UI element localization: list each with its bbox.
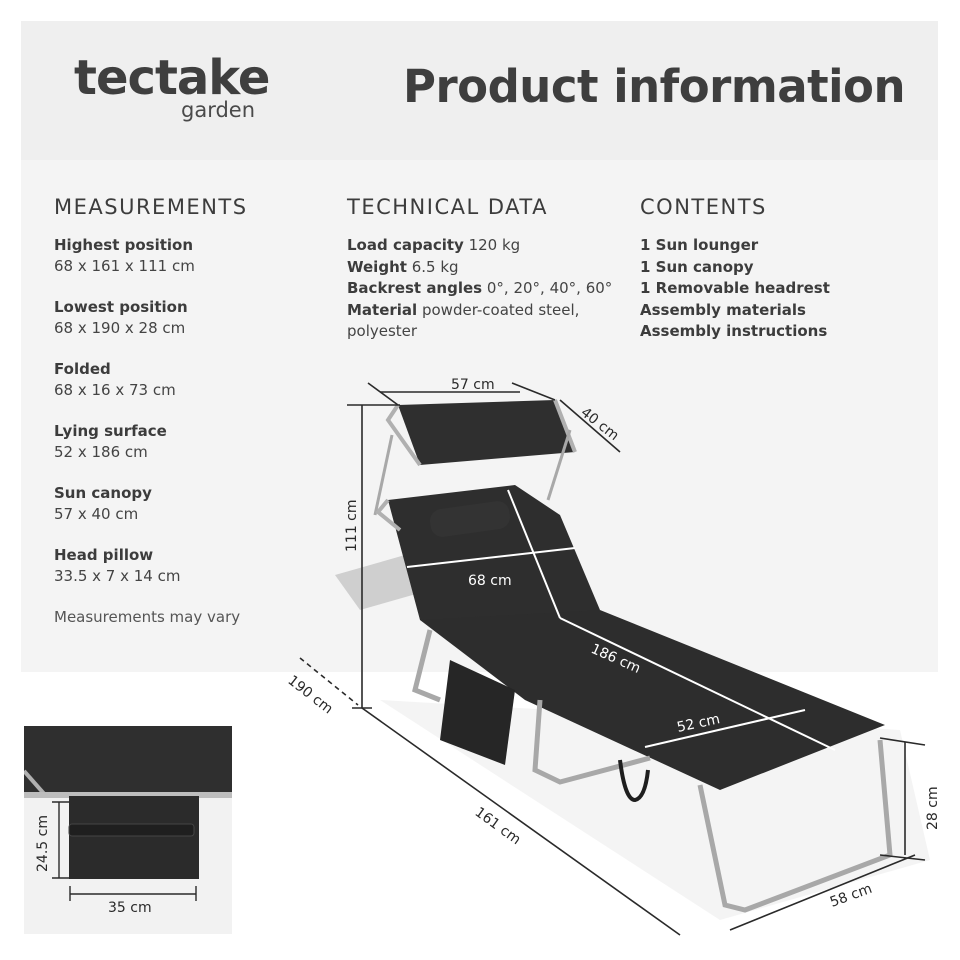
measurement-value: 33.5 x 7 x 14 cm <box>54 567 181 585</box>
total-length-label: 190 cm <box>285 673 336 718</box>
pocket-width-label: 35 cm <box>108 900 152 916</box>
contents-section: CONTENTS 1 Sun lounger 1 Sun canopy 1 Re… <box>640 195 830 343</box>
measurement-item: Lowest position 68 x 190 x 28 cm <box>54 297 248 339</box>
contents-heading: CONTENTS <box>640 195 767 219</box>
measurement-item: Sun canopy 57 x 40 cm <box>54 483 248 525</box>
measurement-value: 68 x 16 x 73 cm <box>54 381 176 399</box>
tech-continuation: polyester <box>347 322 418 340</box>
seat-fabric <box>420 610 885 790</box>
width-label: 68 cm <box>468 573 512 589</box>
tech-row: Load capacity 120 kg <box>347 235 612 257</box>
measurement-item: Lying surface 52 x 186 cm <box>54 421 248 463</box>
measurement-value: 68 x 161 x 111 cm <box>54 257 195 275</box>
measurements-section: MEASUREMENTS Highest position 68 x 161 x… <box>54 195 248 628</box>
height-low-label: 28 cm <box>925 786 941 830</box>
measurement-label: Lowest position <box>54 298 188 316</box>
measurement-label: Highest position <box>54 236 194 254</box>
measurements-heading: MEASUREMENTS <box>54 195 248 219</box>
measurement-item: Head pillow 33.5 x 7 x 14 cm <box>54 545 248 587</box>
tech-value: powder-coated steel, <box>417 300 580 319</box>
technical-section: TECHNICAL DATA Load capacity 120 kg Weig… <box>347 195 612 343</box>
folded-length-label: 161 cm <box>472 804 524 848</box>
technical-heading: TECHNICAL DATA <box>347 195 548 219</box>
tech-label: Backrest angles <box>347 279 483 297</box>
tech-value: 120 kg <box>463 236 521 254</box>
brand-logo: tectake <box>74 50 270 106</box>
tech-row: Material powder-coated steel, <box>347 300 612 322</box>
measurement-item: Folded 68 x 16 x 73 cm <box>54 359 248 401</box>
tech-label: Material <box>347 300 418 319</box>
measurement-value: 57 x 40 cm <box>54 505 139 523</box>
canopy-fabric <box>398 400 575 465</box>
brand-sub: garden <box>181 98 256 122</box>
tech-label: Load capacity <box>347 236 464 254</box>
tech-row: Backrest angles 0°, 20°, 40°, 60° <box>347 278 612 300</box>
contents-item: 1 Sun lounger <box>640 236 759 254</box>
measurement-value: 52 x 186 cm <box>54 443 148 461</box>
tech-row: Weight 6.5 kg <box>347 257 612 279</box>
height-high-label: 111 cm <box>344 499 360 552</box>
measurement-value: 68 x 190 x 28 cm <box>54 319 186 337</box>
page-title: Product information <box>403 60 905 113</box>
contents-item: Assembly materials <box>640 300 806 319</box>
contents-item: 1 Removable headrest <box>640 279 830 297</box>
pocket-graphic <box>69 796 199 879</box>
tech-label: Weight <box>347 257 407 276</box>
tech-value: 6.5 kg <box>406 257 459 276</box>
canopy-depth-label: 40 cm <box>578 405 622 444</box>
tech-value: 0°, 20°, 40°, 60° <box>482 279 613 297</box>
measurement-item: Highest position 68 x 161 x 111 cm <box>54 235 248 277</box>
pocket-detail-inset: 24.5 cm 35 cm <box>24 726 232 934</box>
measurement-label: Folded <box>54 360 111 378</box>
contents-item: 1 Sun canopy <box>640 257 754 276</box>
pocket-height-label: 24.5 cm <box>35 815 51 872</box>
canopy-width-label: 57 cm <box>451 377 495 393</box>
contents-item: Assembly instructions <box>640 322 828 340</box>
header-band <box>21 21 938 160</box>
measurement-label: Sun canopy <box>54 484 152 502</box>
measurements-note: Measurements may vary <box>54 608 241 626</box>
measurement-label: Lying surface <box>54 422 167 440</box>
measurement-label: Head pillow <box>54 546 154 564</box>
